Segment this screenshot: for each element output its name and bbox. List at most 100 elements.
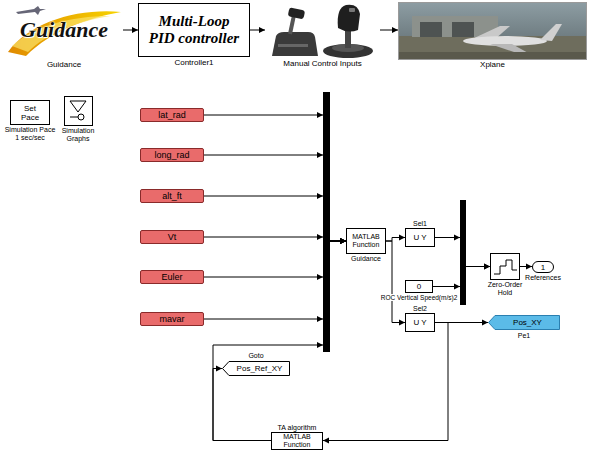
guidance-block: GuidanceGuidance <box>5 2 123 58</box>
swoosh <box>8 11 121 56</box>
signal-connector <box>386 235 405 242</box>
from-block: mavar <box>140 312 204 326</box>
arrowhead <box>317 316 323 322</box>
block-text: Multi-Loop PID controller <box>148 13 240 47</box>
block-text: MATLAB Function <box>272 433 322 449</box>
signal-line <box>213 369 271 441</box>
guidance-image <box>8 6 121 56</box>
ground <box>399 36 586 59</box>
stick-grip <box>338 5 360 32</box>
block-text: U Y <box>413 233 426 242</box>
block-text: alt_ft <box>162 191 182 201</box>
selector-block: Sel2U Y <box>405 313 435 332</box>
from-block: lat_rad <box>140 108 204 122</box>
arrowhead <box>317 152 323 158</box>
joystick-image <box>272 5 373 58</box>
mux-bar <box>460 200 466 305</box>
from-block: Euler <box>140 270 204 284</box>
block-text: Euler <box>161 272 182 282</box>
block-text: Guidance <box>20 17 108 43</box>
xplane-block: Xplane <box>398 2 587 58</box>
scene-frame <box>399 3 587 60</box>
block-text: 0 <box>417 282 421 291</box>
signal-line <box>323 323 448 441</box>
matlab-function-block: MATLAB FunctionGuidance <box>346 228 386 254</box>
block-text: Vt <box>168 232 177 242</box>
scope-frame <box>65 97 93 126</box>
signal-connector <box>213 366 271 441</box>
block-label: Guidance <box>47 60 81 69</box>
zero-order-hold-icon <box>494 260 517 274</box>
block-label: Simulation Graphs <box>58 127 98 143</box>
block-label: References <box>525 274 561 282</box>
signal-connector <box>380 27 398 33</box>
block-text: U Y <box>413 318 426 327</box>
block-label: TA algorithm <box>278 424 317 432</box>
arrowhead <box>317 112 323 118</box>
block-label: Sel1 <box>413 220 427 228</box>
block-text: Pos_Ref_XY <box>237 364 283 373</box>
xplane-image <box>399 3 587 60</box>
outport-block: 1References <box>532 261 554 273</box>
scope-block: Simulation Graphs <box>64 96 92 125</box>
signal-connector <box>123 27 138 33</box>
signal-connector <box>323 323 448 444</box>
controller-block: Multi-Loop PID controllerController1 <box>138 3 250 57</box>
block-label: Goto <box>248 352 263 360</box>
goto-block: Pos_XYPe1 <box>488 315 560 330</box>
scope-line <box>70 117 78 118</box>
set-pace-block: Set PaceSimulation Pace 1 sec/sec <box>10 100 50 125</box>
block-label: Pe1 <box>518 332 530 340</box>
block-label: Controller1 <box>174 58 213 67</box>
arrowhead <box>317 234 323 240</box>
signal-connector <box>520 264 532 270</box>
from-block: Vt <box>140 230 204 244</box>
from-block: alt_ft <box>140 189 204 203</box>
throttle-detail <box>278 44 308 47</box>
plane-tail <box>540 24 562 41</box>
arrowhead <box>482 320 488 326</box>
goto-block: GotoPos_Ref_XY <box>222 361 290 376</box>
block-label: ROC Vertical Speed(m/s)2 <box>381 294 458 301</box>
arrowhead <box>454 235 460 241</box>
constant-block: 0ROC Vertical Speed(m/s)2 <box>405 280 433 293</box>
block-label: Manual Control Inputs <box>283 59 361 68</box>
arrowhead <box>317 342 323 348</box>
arrowhead <box>454 284 460 290</box>
swoosh-highlight <box>12 16 110 52</box>
block-label: Simulation Pace 1 sec/sec <box>3 126 57 142</box>
block-text: long_rad <box>154 150 189 160</box>
hangar-door <box>452 22 474 37</box>
arrowhead <box>323 438 329 444</box>
jet-icon <box>16 6 46 15</box>
block-text: Pos_XY <box>513 318 542 327</box>
throttle-base <box>272 32 318 56</box>
arrowhead <box>317 274 323 280</box>
block-text: Set Pace <box>17 104 43 122</box>
scope-circle <box>78 114 84 120</box>
joystick-block: Manual Control Inputs <box>265 3 380 57</box>
block-label: Sel2 <box>413 305 427 313</box>
block-text: mavar <box>159 314 184 324</box>
matlab-function-block: TA algorithmMATLAB Function <box>271 432 323 450</box>
block-label: Zero-Order Hold <box>483 281 527 297</box>
signal-connector <box>250 27 265 33</box>
signal-connector <box>386 241 405 326</box>
mux-bar <box>323 92 330 352</box>
goto-shape <box>489 316 560 330</box>
block-text: MATLAB Function <box>347 233 385 249</box>
block-text: 1 <box>541 263 545 272</box>
hangar-door <box>420 22 442 37</box>
throttle-handle <box>288 7 306 19</box>
selector-block: Sel1U Y <box>405 228 435 247</box>
signal-line <box>386 241 405 323</box>
arrowhead <box>317 193 323 199</box>
stick-button <box>349 8 355 12</box>
scope-icon <box>65 97 93 126</box>
block-text: lat_rad <box>158 110 186 120</box>
block-label: Guidance <box>351 255 381 263</box>
from-block: long_rad <box>140 148 204 162</box>
block-label: Xplane <box>480 60 505 69</box>
zero-order-hold-block: Zero-Order Hold <box>490 253 520 280</box>
